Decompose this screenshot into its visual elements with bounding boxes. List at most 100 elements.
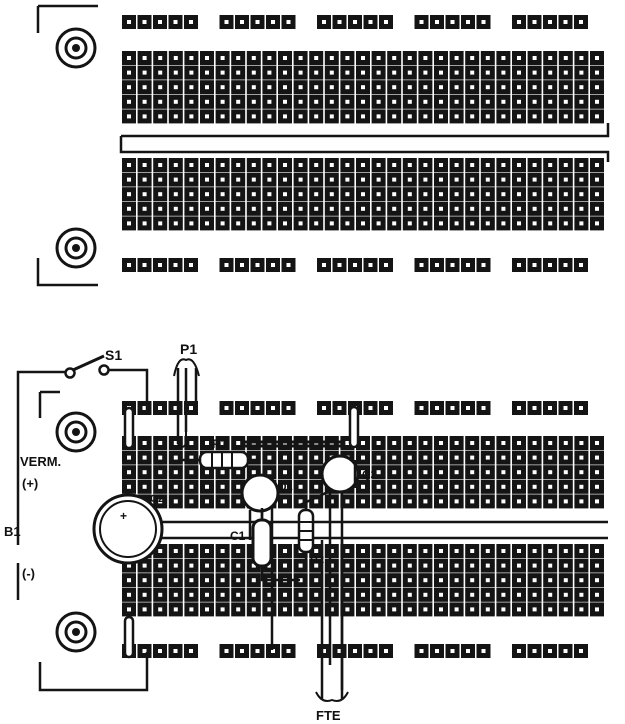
hole-center	[236, 499, 241, 504]
hole-center	[353, 20, 357, 24]
hole-center	[236, 85, 241, 90]
hole-center	[563, 163, 568, 167]
board-corner-bottom-left	[38, 662, 98, 692]
hole-center	[532, 99, 537, 104]
hole-center	[283, 99, 287, 104]
hole-center	[454, 192, 459, 197]
hole-center	[236, 177, 241, 182]
hole-center	[548, 499, 553, 504]
hole-center	[501, 114, 506, 119]
hole-center	[579, 192, 584, 197]
hole-center	[224, 263, 229, 267]
hole-center	[251, 221, 256, 226]
binding-post-icon	[55, 27, 97, 69]
hole-center	[236, 70, 241, 75]
hole-center	[173, 455, 178, 460]
hole-center	[236, 484, 241, 489]
hole-center	[548, 406, 552, 410]
hole-center	[205, 549, 209, 553]
hole-center	[563, 607, 568, 612]
hole-center	[439, 592, 443, 597]
hole-center	[501, 484, 506, 489]
hole-center	[286, 406, 291, 410]
hole-center	[532, 206, 537, 211]
hole-center	[127, 85, 131, 90]
hole-center	[485, 441, 490, 445]
transistor-icon	[240, 473, 280, 650]
hole-center	[267, 592, 272, 597]
hole-center	[224, 649, 229, 653]
hole-center	[283, 177, 287, 182]
hole-center	[314, 70, 319, 75]
hole-center	[286, 20, 291, 24]
hole-center	[224, 406, 229, 410]
hole-center	[563, 406, 568, 410]
capacitor-icon	[251, 508, 300, 582]
hole-center	[595, 549, 599, 553]
hole-center	[189, 406, 193, 410]
hole-center	[251, 177, 256, 182]
hole-center	[563, 206, 568, 211]
hole-center	[439, 549, 443, 553]
hole-center	[470, 221, 475, 226]
hole-center	[142, 99, 147, 104]
hole-center	[345, 206, 350, 211]
hole-center	[376, 85, 381, 90]
hole-center	[485, 607, 490, 612]
hole-center	[579, 221, 584, 226]
hole-center	[337, 406, 342, 410]
hole-center	[423, 56, 428, 60]
hole-center	[220, 499, 225, 504]
hole-center	[517, 470, 521, 475]
label-b1: B1	[4, 524, 21, 539]
hole-center	[501, 163, 506, 167]
hole-center	[454, 177, 459, 182]
hole-center	[142, 163, 147, 167]
hole-center	[501, 499, 506, 504]
hole-center	[189, 592, 194, 597]
hole-center	[142, 192, 147, 197]
label-positive: (+)	[22, 476, 38, 491]
hole-center	[470, 177, 475, 182]
hole-center	[251, 470, 256, 475]
hole-center	[205, 441, 209, 445]
hole-center	[470, 578, 475, 583]
hole-center	[251, 455, 256, 460]
hole-center	[532, 470, 537, 475]
hole-center	[548, 563, 553, 568]
hole-center	[454, 163, 459, 167]
hole-center	[189, 263, 193, 267]
hole-center	[345, 549, 350, 553]
label-r1: R1	[212, 437, 228, 451]
hole-center	[423, 455, 428, 460]
hole-center	[532, 177, 537, 182]
hole-center	[392, 441, 397, 445]
hole-center	[329, 206, 334, 211]
hole-center	[376, 607, 381, 612]
hole-center	[376, 56, 381, 60]
battery-positive-wire	[16, 370, 66, 545]
hole-center	[470, 499, 475, 504]
hole-center	[361, 85, 365, 90]
hole-center	[329, 99, 334, 104]
hole-center	[439, 70, 443, 75]
hole-center	[298, 470, 303, 475]
hole-center	[142, 263, 147, 267]
hole-center	[368, 649, 373, 653]
hole-center	[376, 563, 381, 568]
hole-center	[205, 114, 209, 119]
hole-center	[376, 206, 381, 211]
hole-center	[189, 455, 194, 460]
hole-center	[579, 563, 584, 568]
hole-center	[251, 578, 256, 583]
hole-center	[345, 578, 350, 583]
hole-center	[407, 607, 412, 612]
hole-center	[142, 70, 147, 75]
hole-center	[205, 192, 209, 197]
hole-center	[563, 221, 568, 226]
hole-center	[173, 177, 178, 182]
hole-center	[127, 592, 131, 597]
hole-center	[563, 99, 568, 104]
hole-center	[158, 607, 163, 612]
hole-center	[267, 221, 272, 226]
